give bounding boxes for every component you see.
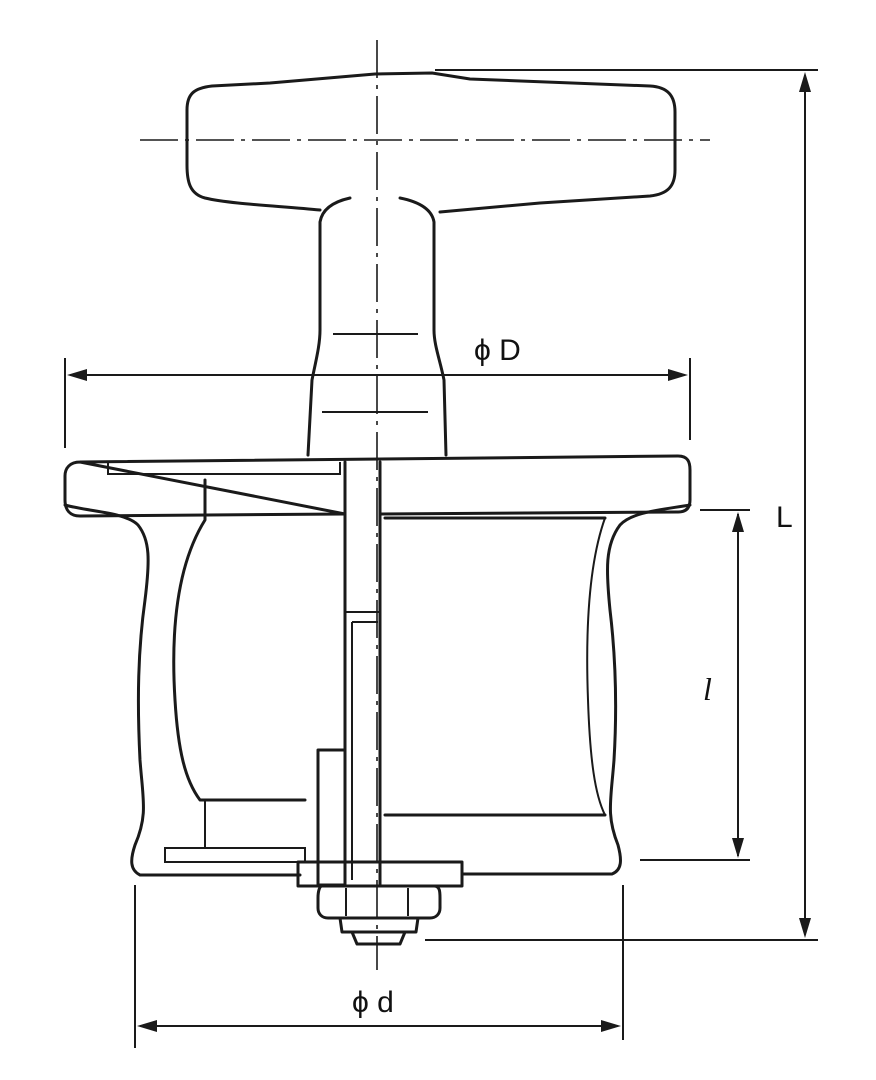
bottom-plate-left [164,847,306,863]
dimension-L: L [425,69,818,941]
top-flange-outline [63,454,692,518]
bolt-tip [350,930,407,946]
nut-hex [316,884,442,920]
body-left-inner [172,478,307,802]
dim-d-arrow-left [137,1020,157,1032]
dim-d-arrow-right [601,1020,621,1032]
dim-l-arrow-top [732,512,744,532]
dim-d-label: ϕ d [352,986,394,1019]
dimension-d: ϕ d [134,885,624,1048]
dim-D-arrow-left [67,369,87,381]
body-right-inner [383,516,607,817]
dim-L-arrow-top [799,72,811,92]
handle-stem-right [398,196,448,457]
body-right-wall [461,503,692,876]
dim-l-label: l [703,671,712,707]
t-handle [185,71,677,457]
handle-grip-outline [185,71,677,214]
centerlines [140,40,710,970]
lock-block [316,748,347,887]
flange-seat-left [107,462,341,475]
handle-stem-left [306,196,352,457]
dim-D-arrow-right [668,369,688,381]
dim-L-arrow-bottom [799,918,811,938]
body-left-wall [63,503,302,877]
dimension-D: ϕ D [64,334,691,448]
rod-assembly [296,460,464,946]
washer [338,916,420,934]
inner-bore-right [586,517,606,816]
dim-l-arrow-bottom [732,838,744,858]
dimension-l: l [640,509,750,861]
dim-D-label: ϕ D [474,334,521,367]
lower-plate [296,860,464,888]
dim-L-label: L [776,501,793,534]
valve-body [63,454,692,877]
rod-outline [343,460,382,887]
